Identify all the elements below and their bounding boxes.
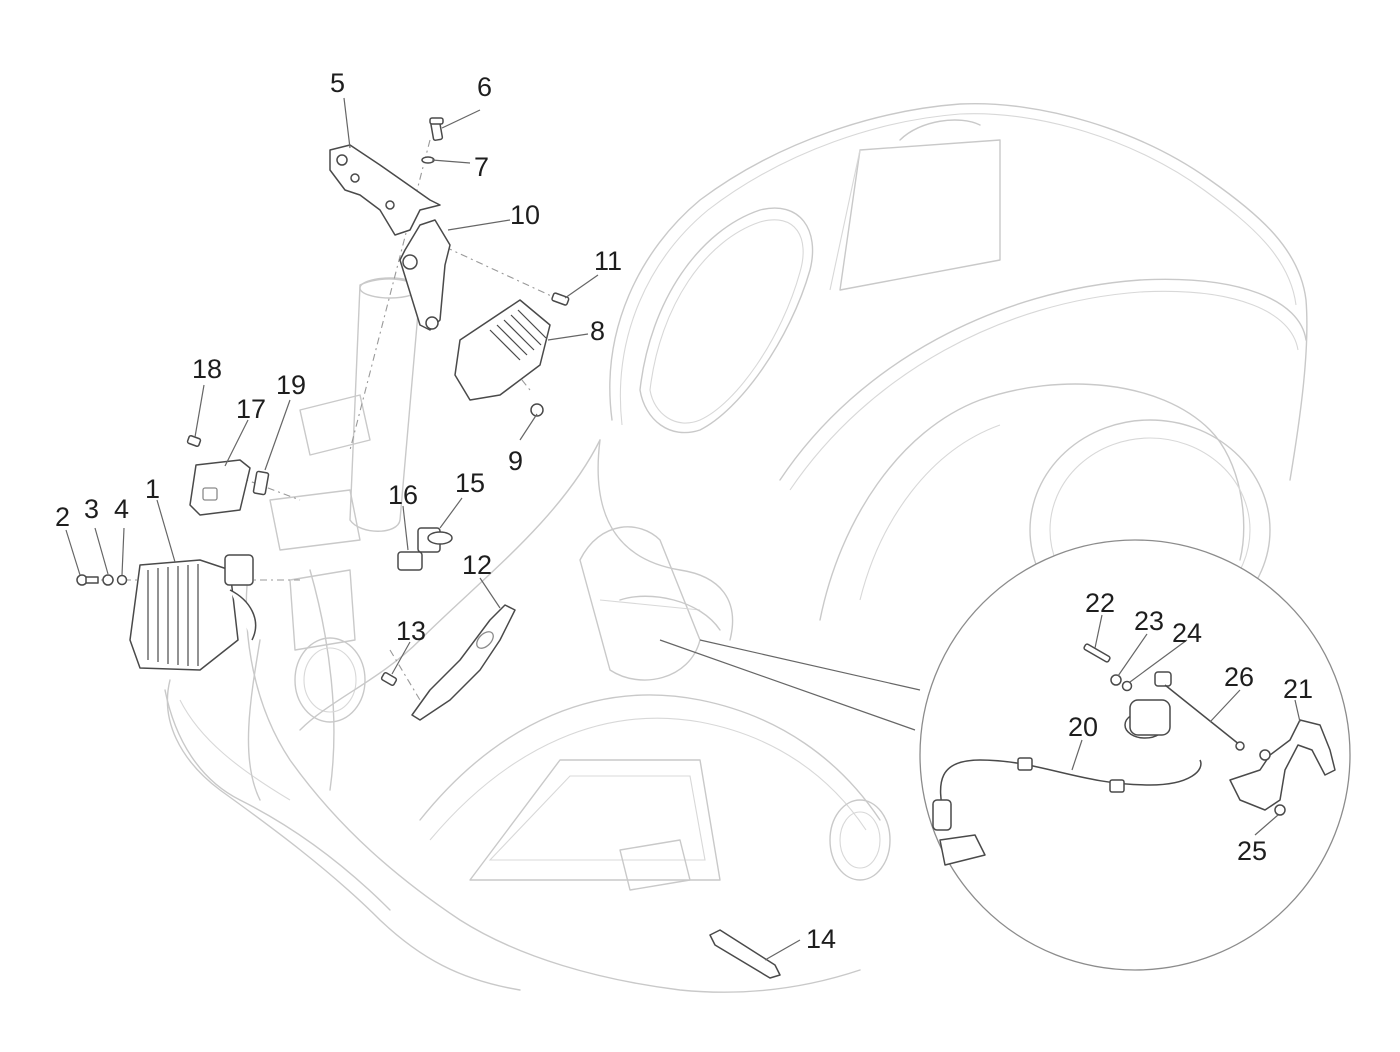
- label-part-13[interactable]: 13: [396, 616, 426, 646]
- part-19-clip[interactable]: [252, 470, 270, 496]
- label-part-24[interactable]: 24: [1172, 618, 1202, 648]
- part-12-bracket[interactable]: [411, 604, 516, 721]
- label-part-21[interactable]: 21: [1283, 674, 1313, 704]
- part-1-regulator[interactable]: [129, 554, 257, 671]
- part-5-bracket[interactable]: [329, 144, 441, 236]
- label-part-25[interactable]: 25: [1237, 836, 1267, 866]
- part-25-nut[interactable]: [1274, 804, 1286, 816]
- label-part-3[interactable]: 3: [84, 494, 99, 524]
- part-9-nut[interactable]: [530, 403, 544, 417]
- label-part-19[interactable]: 19: [276, 370, 306, 400]
- part-labels: 1 2 3 4 5 6 7 8 9 10 11 12 13 14 15 16 1…: [55, 68, 1313, 954]
- part-23-washer[interactable]: [1110, 674, 1122, 686]
- part-13-screw[interactable]: [380, 672, 398, 686]
- label-part-6[interactable]: 6: [477, 72, 492, 102]
- part-15-relay[interactable]: [417, 527, 453, 553]
- label-part-23[interactable]: 23: [1134, 606, 1164, 636]
- ignition-coil[interactable]: [1124, 699, 1171, 739]
- part-17-plate[interactable]: [189, 459, 251, 516]
- label-part-26[interactable]: 26: [1224, 662, 1254, 692]
- part-21-coil-bracket[interactable]: [1229, 719, 1336, 811]
- label-part-20[interactable]: 20: [1068, 712, 1098, 742]
- leader-lines: [65, 97, 1301, 961]
- label-part-17[interactable]: 17: [236, 394, 266, 424]
- part-6-screw[interactable]: [429, 117, 444, 141]
- label-part-18[interactable]: 18: [192, 354, 222, 384]
- part-3-washer[interactable]: [102, 574, 114, 586]
- label-part-15[interactable]: 15: [455, 468, 485, 498]
- label-part-4[interactable]: 4: [114, 494, 129, 524]
- part-8-control-unit[interactable]: [454, 299, 551, 401]
- label-part-7[interactable]: 7: [474, 152, 489, 182]
- part-18-screw[interactable]: [186, 435, 202, 447]
- part-4-washer[interactable]: [116, 574, 128, 586]
- part-16-rubber-mount[interactable]: [397, 551, 423, 571]
- label-part-10[interactable]: 10: [510, 200, 540, 230]
- label-part-14[interactable]: 14: [806, 924, 836, 954]
- label-part-9[interactable]: 9: [508, 446, 523, 476]
- label-part-5[interactable]: 5: [330, 68, 345, 98]
- part-22-screw[interactable]: [1083, 643, 1111, 663]
- label-part-12[interactable]: 12: [462, 550, 492, 580]
- part-20-ht-lead[interactable]: [932, 757, 1202, 866]
- part-26-ground-cable[interactable]: [1154, 671, 1245, 751]
- label-part-16[interactable]: 16: [388, 480, 418, 510]
- part-11-screw[interactable]: [551, 292, 570, 306]
- label-part-8[interactable]: 8: [590, 316, 605, 346]
- label-part-11[interactable]: 11: [594, 246, 622, 276]
- label-part-1[interactable]: 1: [145, 474, 160, 504]
- part-24-washer[interactable]: [1121, 680, 1133, 692]
- detail-inset: [659, 539, 1351, 971]
- label-part-22[interactable]: 22: [1085, 588, 1115, 618]
- part-2-screw[interactable]: [76, 574, 99, 586]
- label-part-2[interactable]: 2: [55, 502, 70, 532]
- part-10-bracket[interactable]: [399, 219, 451, 331]
- part-14-clip[interactable]: [709, 929, 781, 979]
